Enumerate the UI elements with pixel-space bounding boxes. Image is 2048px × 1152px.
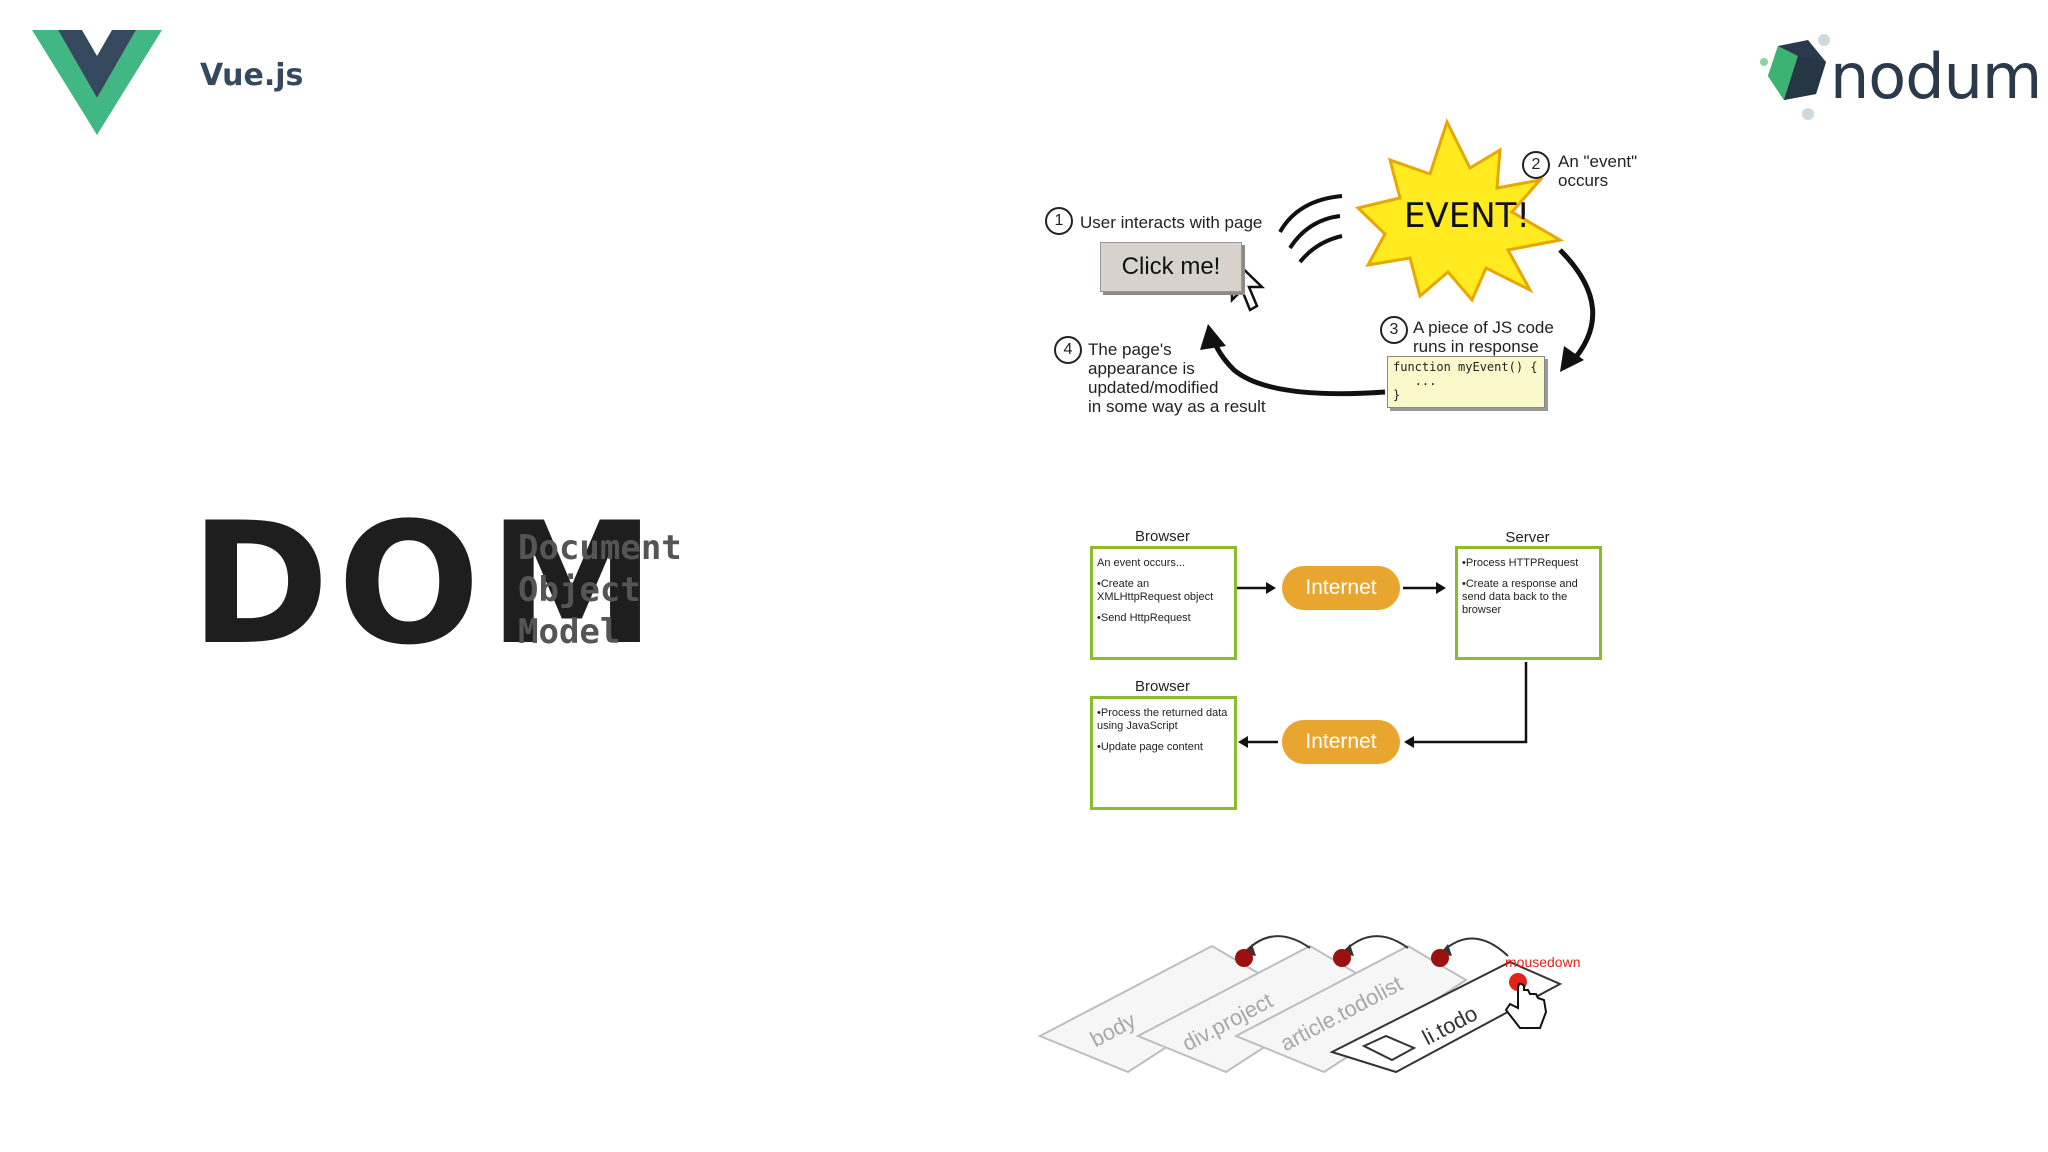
brand-name: Vue.js <box>200 58 304 93</box>
step1-label: User interacts with page <box>1080 213 1263 232</box>
server-box-line: •Create a response and send data back to… <box>1462 578 1578 616</box>
step2-label: An "event" occurs <box>1558 152 1637 190</box>
browser-title-1: Browser <box>1134 528 1190 545</box>
click-me-button[interactable]: Click me! <box>1100 242 1242 292</box>
dom-expansion-object: Object <box>518 570 641 610</box>
step4-line: in some way as a result <box>1088 397 1266 416</box>
dom-acronym: DOM <box>190 486 664 682</box>
step4-line: appearance is <box>1088 359 1195 378</box>
propagation-dot <box>1235 949 1253 967</box>
hand-cursor-icon <box>1504 982 1548 1029</box>
step2-line: An "event" <box>1558 152 1638 171</box>
step2-number: 2 <box>1522 151 1550 179</box>
step3-label: A piece of JS code runs in response <box>1413 318 1554 356</box>
server-title: Server <box>1505 529 1550 546</box>
step1-number: 1 <box>1045 207 1073 235</box>
propagation-dot <box>1431 949 1449 967</box>
vue-logo <box>32 30 162 140</box>
server-box: •Process HTTPRequest •Create a response … <box>1455 546 1602 660</box>
event-burst-icon <box>1354 118 1565 303</box>
nodum-logo-text: nodum <box>1830 40 2042 113</box>
event-name-label: mousedown <box>1505 954 1581 970</box>
step3-line: runs in response <box>1413 337 1539 356</box>
browser-box-2-line: •Update page content <box>1097 741 1203 753</box>
server-box-line: •Process HTTPRequest <box>1462 557 1579 569</box>
browser-box-2-line: •Process the returned data using JavaScr… <box>1097 707 1228 732</box>
browser-box-1-line: •Create an XMLHttpRequest object <box>1097 578 1214 603</box>
step4-number: 4 <box>1054 336 1082 364</box>
step3-number: 3 <box>1380 316 1408 344</box>
dom-expansion-document: Document <box>518 528 682 568</box>
step4-line: The page's <box>1088 340 1172 359</box>
step4-line: updated/modified <box>1088 378 1219 397</box>
nodum-logo-icon <box>1760 32 1836 127</box>
browser-box-2: •Process the returned data using JavaScr… <box>1090 696 1237 810</box>
step2-line: occurs <box>1558 171 1609 190</box>
dom-expansion: Document Object Model <box>518 527 682 653</box>
layer-article-todolist <box>1233 944 1468 1074</box>
code-snippet: function myEvent() { ... } <box>1387 356 1545 408</box>
event-burst-label: EVENT! <box>1404 196 1531 236</box>
browser-title-2: Browser <box>1134 678 1190 695</box>
browser-box-1-line: An event occurs... <box>1097 557 1186 569</box>
step3-line: A piece of JS code <box>1413 318 1554 337</box>
browser-box-1: An event occurs... •Create an XMLHttpReq… <box>1090 546 1237 660</box>
checkbox-icon <box>1361 1034 1417 1062</box>
internet-pill-bottom: Internet <box>1282 720 1400 764</box>
browser-box-1-line: •Send HttpRequest <box>1097 612 1191 624</box>
step4-label: The page's appearance is updated/modifie… <box>1088 340 1266 416</box>
layer-li-todo <box>1329 960 1563 1074</box>
propagation-dot <box>1333 949 1351 967</box>
dom-expansion-model: Model <box>518 612 621 652</box>
internet-pill-top: Internet <box>1282 566 1400 610</box>
